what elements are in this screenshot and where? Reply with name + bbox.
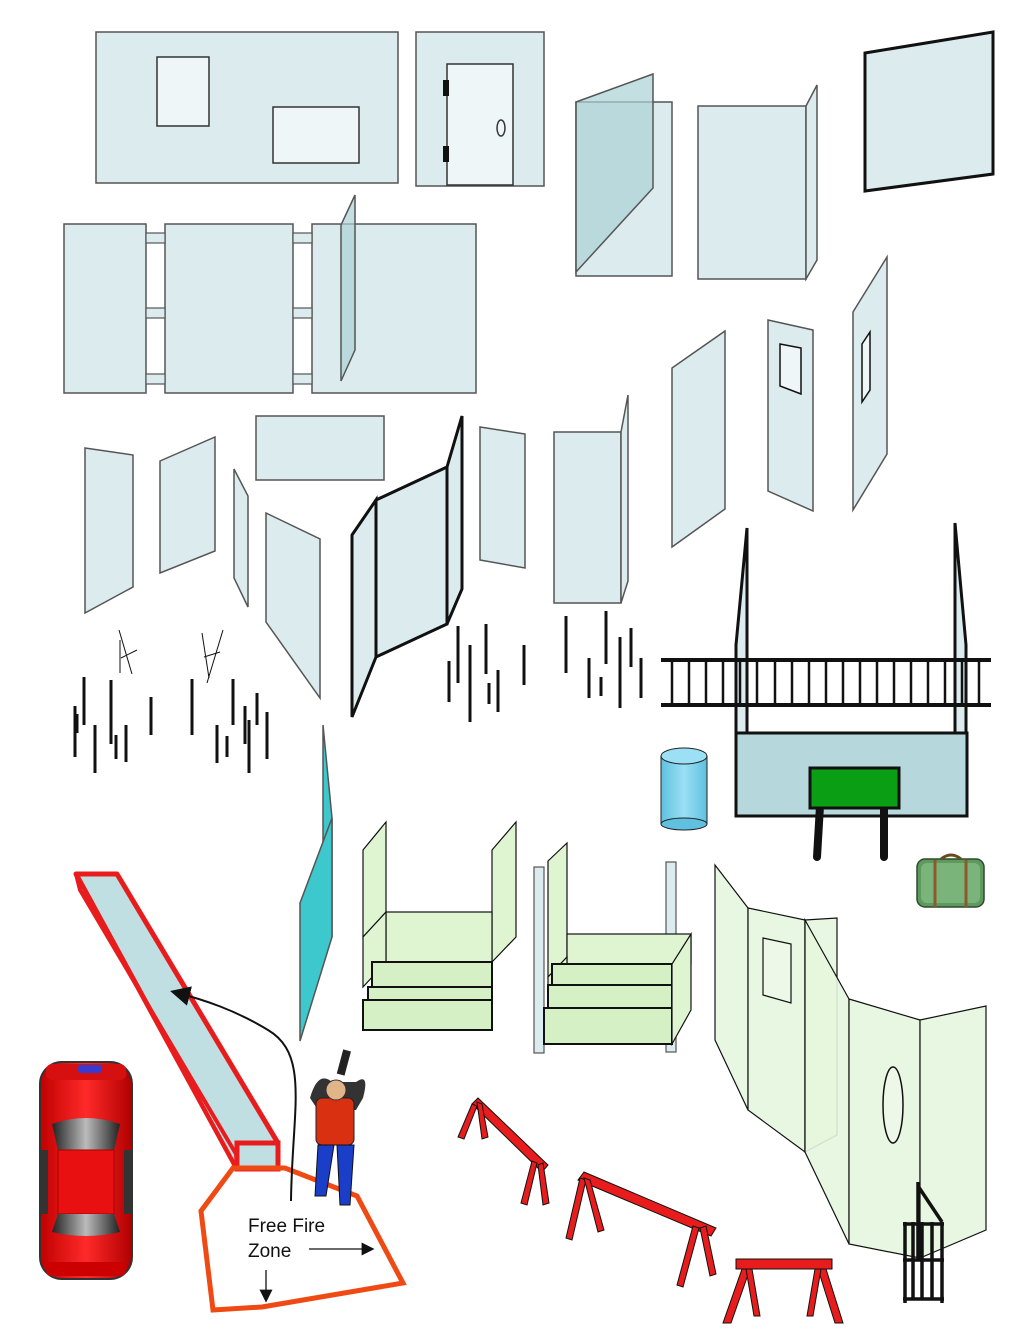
shooter-icon — [310, 1049, 366, 1206]
panel-stand-3 — [233, 468, 249, 608]
window-icon — [861, 329, 871, 405]
panel-stand-5 — [265, 511, 321, 701]
panel-stand-6 — [479, 426, 526, 569]
green-folding-panels — [714, 863, 987, 1259]
corner-panel-b — [697, 84, 818, 282]
red-barrier-beam — [73, 871, 281, 1172]
teal-angled-panel — [299, 724, 333, 1042]
suitcase-icon — [916, 853, 985, 908]
panel-with-window — [767, 319, 814, 513]
tripod-stand-icon — [447, 624, 526, 722]
ladder-icon — [661, 658, 991, 707]
ladder-bridge-structure — [661, 522, 991, 861]
stairs-icon — [543, 931, 692, 1047]
tripod-stand-icon — [190, 629, 269, 773]
panel-angled-1 — [671, 329, 726, 549]
wall-with-windows — [95, 31, 399, 184]
free-fire-zone: Free Fire Zone — [198, 1165, 407, 1313]
sawhorse-icon — [722, 1258, 844, 1324]
free-fire-zone-label-line1: Free Fire — [248, 1216, 325, 1237]
panel-stand-1 — [84, 447, 134, 615]
window-icon — [156, 56, 210, 127]
window-icon — [779, 343, 802, 396]
movement-arrow — [170, 986, 297, 1202]
panel-with-slot — [852, 254, 888, 513]
stairs-icon — [362, 961, 493, 1031]
sawhorse-icon — [565, 1171, 717, 1288]
tilted-panel-top-right — [863, 30, 995, 193]
tripod-stand-icon — [564, 611, 643, 708]
sawhorse-icon — [457, 1097, 550, 1206]
wall-with-door — [415, 31, 545, 187]
tripod-stand-icon — [73, 629, 153, 773]
car-icon — [39, 1061, 133, 1280]
sign-icon — [808, 766, 901, 861]
green-stairs-2 — [533, 841, 692, 1054]
barrel-icon — [660, 747, 708, 831]
window-icon — [762, 937, 792, 1004]
panel-stand-7 — [553, 394, 629, 604]
window-icon — [272, 106, 360, 164]
gate-icon — [903, 1182, 944, 1303]
corner-panel-a — [575, 72, 673, 277]
panel-stand-2 — [159, 435, 216, 575]
green-stairs-1 — [362, 820, 517, 1031]
free-fire-zone-label-line2: Zone — [248, 1241, 291, 1262]
panel-stand-4 — [255, 415, 385, 481]
hinged-panel-pair — [350, 415, 464, 718]
door-icon — [446, 63, 514, 186]
connected-wall-panels — [63, 194, 477, 394]
